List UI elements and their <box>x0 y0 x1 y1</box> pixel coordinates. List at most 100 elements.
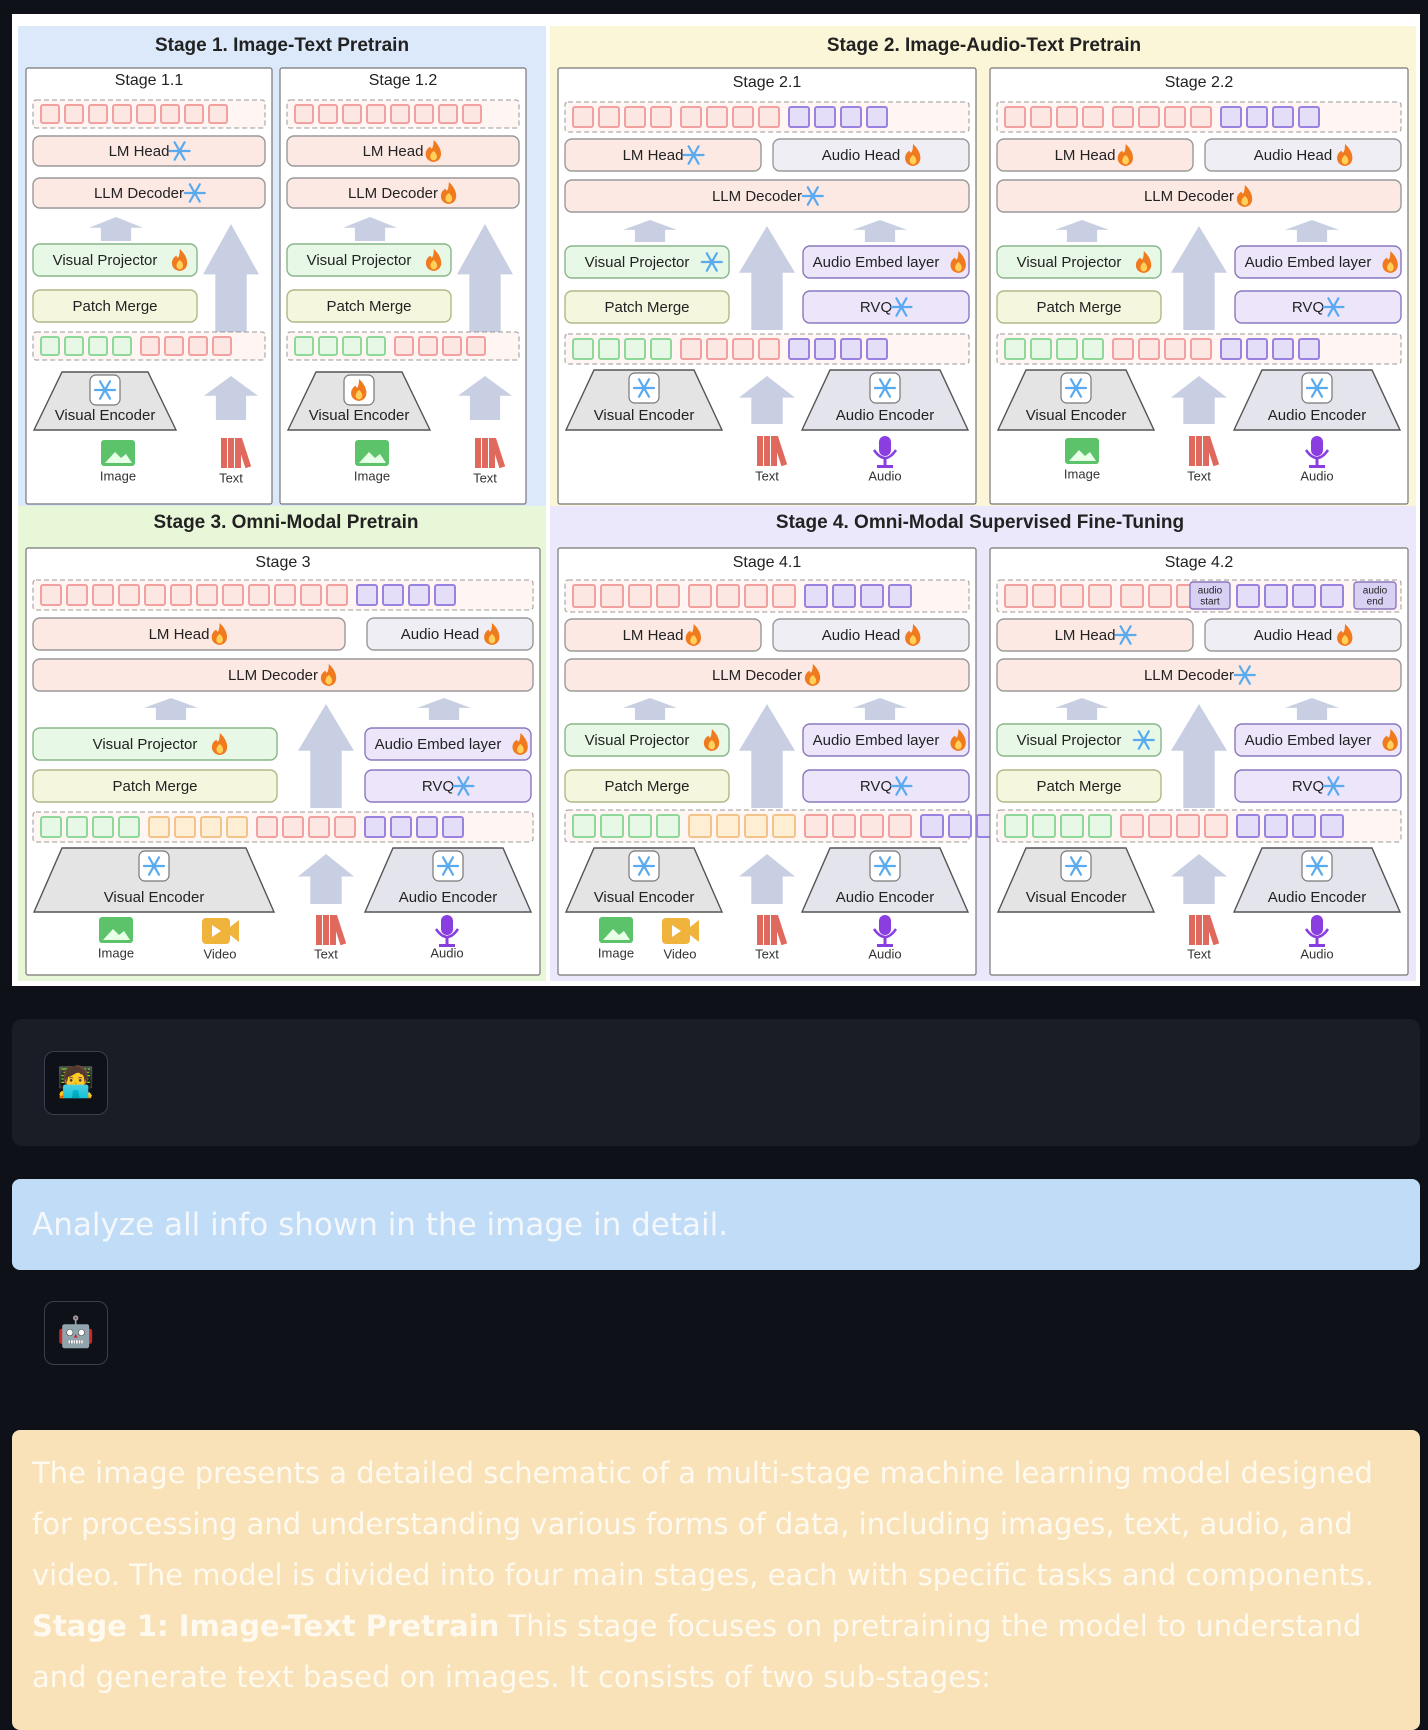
token-t <box>222 584 244 606</box>
flow-arrow <box>623 220 677 242</box>
token-t <box>188 336 208 356</box>
microphone-icon <box>872 436 898 468</box>
audio-end-label2: end <box>1367 597 1384 608</box>
token-t <box>680 338 702 360</box>
patch-merge-label: Patch Merge <box>604 299 689 316</box>
llm-decoder-label: LLM Decoder <box>712 188 802 205</box>
token-o <box>148 816 170 838</box>
visual-projector-label: Visual Projector <box>1017 254 1122 271</box>
audio-encoder-label: Audio Encoder <box>836 889 934 906</box>
flow-arrow <box>457 224 513 336</box>
token-t <box>732 338 754 360</box>
token-t <box>466 336 486 356</box>
image-icon <box>355 440 389 466</box>
token-v <box>600 814 624 838</box>
token-a <box>1220 338 1242 360</box>
flow-arrow <box>1171 854 1227 904</box>
lm-head-label: LM Head <box>623 627 684 644</box>
token-v <box>40 816 62 838</box>
token-t <box>1112 338 1134 360</box>
token-o <box>744 814 768 838</box>
flow-arrow <box>203 224 259 336</box>
fire-icon <box>484 623 500 645</box>
fire-icon <box>950 251 966 273</box>
token-t <box>196 584 218 606</box>
audio-head-label: Audio Head <box>822 627 900 644</box>
token-t <box>598 106 620 128</box>
token-a <box>1292 814 1316 838</box>
token-t <box>860 814 884 838</box>
audio-encoder-label: Audio Encoder <box>399 889 497 906</box>
lm-head-label: LM Head <box>1055 147 1116 164</box>
token-t <box>706 338 728 360</box>
visual-encoder-label: Visual Encoder <box>594 889 695 906</box>
token-v <box>64 336 84 356</box>
flow-arrow <box>298 704 354 808</box>
text-label: Text <box>1187 468 1211 483</box>
flow-arrow <box>1285 220 1339 242</box>
flow-arrow <box>343 217 397 241</box>
token-t <box>1120 584 1144 608</box>
token-t <box>650 106 672 128</box>
token-t <box>88 104 108 124</box>
visual-projector <box>564 723 730 757</box>
token-t <box>160 104 180 124</box>
token-v <box>40 336 60 356</box>
token-v <box>1030 338 1052 360</box>
token-t <box>294 104 314 124</box>
token-t <box>758 338 780 360</box>
user-avatar-icon: 🧑‍💻 <box>44 1051 108 1115</box>
patch-merge <box>32 289 198 323</box>
snowflake-icon <box>1305 856 1329 876</box>
token-a <box>1272 338 1294 360</box>
flow-arrow <box>1171 704 1227 808</box>
flow-arrow <box>739 854 795 904</box>
token-a <box>814 106 836 128</box>
snowflake-icon <box>168 141 191 161</box>
token-a <box>1264 584 1288 608</box>
token-t <box>164 336 184 356</box>
flow-arrow <box>1171 376 1227 424</box>
token-v <box>572 338 594 360</box>
llm-decoder-label: LLM Decoder <box>348 185 438 202</box>
image-icon <box>1065 438 1099 464</box>
flow-arrow <box>204 376 258 420</box>
token-t <box>1082 106 1104 128</box>
snowflake-icon <box>801 186 824 206</box>
token-v <box>88 336 108 356</box>
image-label: Image <box>354 468 390 483</box>
token-v <box>598 338 620 360</box>
llm-decoder <box>564 658 970 692</box>
assistant-message-row: 🤖 <box>12 1299 1420 1389</box>
snowflake-icon <box>1064 378 1088 398</box>
token-t <box>438 104 458 124</box>
token-t <box>442 336 462 356</box>
token-t <box>744 584 768 608</box>
flow-arrow <box>739 376 795 424</box>
books-icon <box>757 914 788 946</box>
token-t <box>212 336 232 356</box>
visual-projector-label: Visual Projector <box>585 254 690 271</box>
audio-encoder-label: Audio Encoder <box>1268 889 1366 906</box>
token-a <box>364 816 386 838</box>
audio-head <box>772 138 970 172</box>
snowflake-icon <box>1233 665 1256 685</box>
snowflake-icon <box>632 856 656 876</box>
patch-merge <box>564 769 730 803</box>
microphone-icon <box>1304 915 1330 947</box>
text-label: Text <box>314 946 338 961</box>
books-icon <box>1189 435 1220 467</box>
token-t <box>1148 814 1172 838</box>
token-v <box>342 336 362 356</box>
sub-title: Stage 4.1 <box>733 554 802 571</box>
audio-embed-layer-label: Audio Embed layer <box>813 732 940 749</box>
audio-label: Audio <box>1300 468 1333 483</box>
fire-icon <box>440 182 457 204</box>
token-t <box>706 106 728 128</box>
flow-arrow <box>458 376 512 420</box>
token-t <box>1148 584 1172 608</box>
token-v <box>112 336 132 356</box>
token-t <box>1138 338 1160 360</box>
token-t <box>1190 106 1212 128</box>
